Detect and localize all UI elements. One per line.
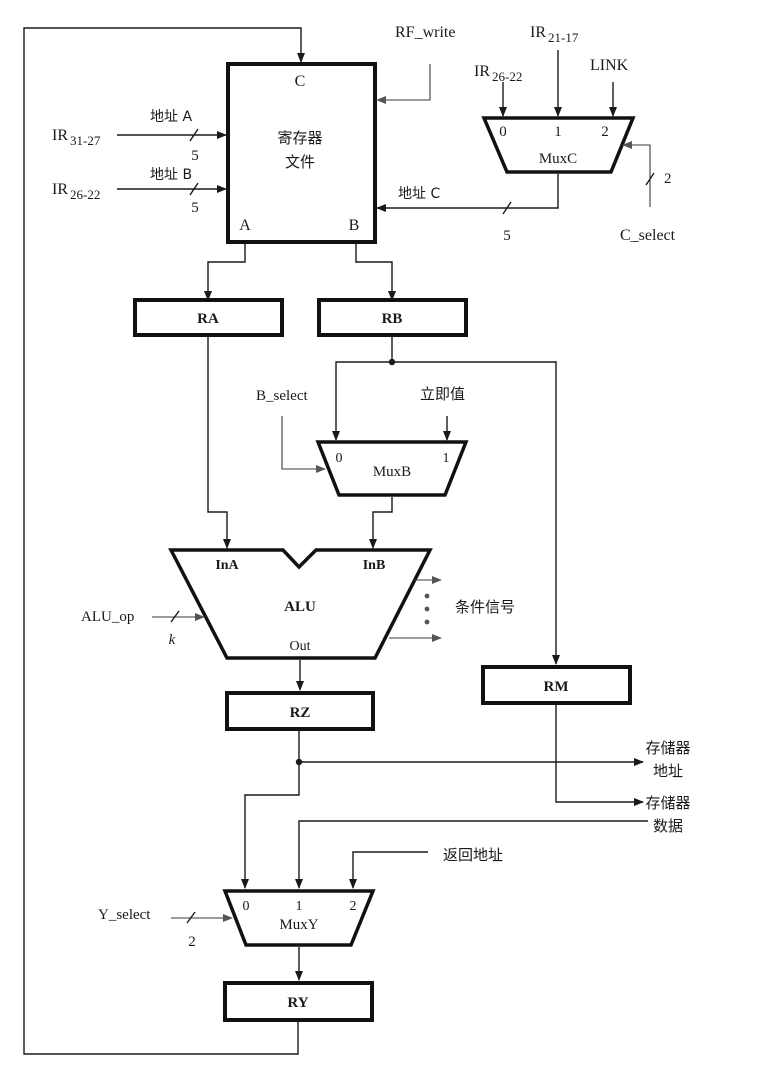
- c-select-wire: [622, 141, 651, 207]
- rm-to-mem-data-wire: [555, 705, 644, 806]
- rf-write-wire: [376, 64, 431, 104]
- alu-out-label: Out: [290, 639, 311, 654]
- mem-data-label-line1: 存储器: [645, 794, 690, 812]
- register-ra: RA: [133, 298, 284, 337]
- rm-label: RM: [544, 679, 569, 695]
- b-select-wire: [281, 416, 326, 473]
- alu-in-b: InB: [363, 558, 386, 573]
- mux-c-src-2: LINK: [590, 57, 629, 74]
- mux-b-input-0: 0: [336, 451, 343, 466]
- alu: InA InB ALU Out: [168, 548, 433, 660]
- mux-b-label: MuxB: [373, 464, 411, 480]
- return-address-label: 返回地址: [443, 846, 503, 864]
- mem-address-label-line2: 地址: [653, 762, 683, 780]
- mem-data-to-muxy-wire: [295, 820, 648, 889]
- ra-to-alu-wire: [207, 337, 231, 549]
- register-rz: RZ: [225, 691, 375, 731]
- addr-c-label: 地址 C: [398, 186, 440, 202]
- register-ry: RY: [223, 981, 374, 1022]
- c-select-label: C_select: [620, 227, 676, 244]
- addr-a-bus-slash: [189, 128, 199, 142]
- mux-c-label: MuxC: [539, 151, 577, 167]
- mem-data-label-line2: 数据: [653, 817, 683, 835]
- rf-a-to-ra-wire: [204, 244, 246, 301]
- alu-op-label: ALU_op: [81, 609, 134, 625]
- addr-c-bus-slash: [502, 201, 512, 215]
- return-address-wire: [349, 851, 428, 889]
- mem-address-label-line1: 存储器: [645, 739, 690, 757]
- register-rb: RB: [317, 298, 468, 337]
- addr-a-label: 地址 A: [150, 109, 192, 125]
- rf-label-line1: 寄存器: [277, 129, 322, 147]
- alu-op-width: k: [169, 632, 176, 648]
- mux-c: 0 1 2 MuxC: [481, 116, 636, 174]
- rf-write-label: RF_write: [395, 24, 455, 41]
- rb-label: RB: [382, 311, 403, 327]
- addr-a-width: 5: [191, 148, 199, 164]
- alu-in-a: InA: [215, 558, 239, 573]
- mux-y: 0 1 2 MuxY: [222, 889, 376, 947]
- ry-label: RY: [287, 995, 308, 1011]
- mux-y-input-2: 2: [350, 899, 357, 914]
- c-select-bus-slash: [645, 172, 655, 186]
- rz-label: RZ: [290, 705, 311, 721]
- y-select-bus-slash: [186, 911, 196, 924]
- condition-ellipsis-dot: [424, 593, 430, 599]
- b-select-label: B_select: [256, 388, 308, 404]
- rf-b-to-rb-wire: [355, 244, 396, 301]
- rf-label-line2: 文件: [285, 153, 315, 171]
- rf-port-b: B: [349, 217, 360, 234]
- addr-b-label: 地址 B: [150, 167, 192, 183]
- addr-c-wire: [376, 174, 559, 212]
- mux-c-input-2: 2: [601, 124, 609, 140]
- y-select-label: Y_select: [98, 907, 151, 923]
- condition-signals-label: 条件信号: [455, 598, 515, 616]
- c-select-width: 2: [664, 171, 672, 187]
- ry-feedback-wire: [23, 27, 305, 1055]
- mux-c-input-0: 0: [499, 124, 507, 140]
- mux-y-label: MuxY: [279, 917, 318, 933]
- mux-y-input-1: 1: [296, 899, 303, 914]
- condition-ellipsis-dot: [424, 619, 430, 625]
- y-select-width: 2: [188, 934, 196, 950]
- register-rm: RM: [481, 665, 632, 705]
- muxb-to-alu-wire: [369, 497, 393, 549]
- alu-label: ALU: [284, 599, 316, 615]
- addr-b-bus-slash: [189, 182, 199, 196]
- rf-port-a: A: [239, 217, 251, 234]
- rz-to-muxy-wire: [241, 762, 300, 889]
- condition-ellipsis-dot: [424, 606, 430, 612]
- rb-to-muxb-wire: [332, 361, 392, 441]
- alu-op-bus-slash: [170, 610, 180, 623]
- addr-c-width: 5: [503, 228, 511, 244]
- rf-port-c: C: [295, 73, 306, 90]
- addr-b-width: 5: [191, 200, 199, 216]
- register-file: C 寄存器 文件 A B: [226, 62, 377, 244]
- mux-c-input-1: 1: [554, 124, 562, 140]
- immediate-label: 立即值: [420, 385, 465, 403]
- mux-b: 0 1 MuxB: [315, 440, 469, 497]
- ra-label: RA: [197, 311, 219, 327]
- mux-y-input-0: 0: [243, 899, 250, 914]
- mux-b-input-1: 1: [443, 451, 450, 466]
- rb-to-rm-wire: [392, 361, 560, 665]
